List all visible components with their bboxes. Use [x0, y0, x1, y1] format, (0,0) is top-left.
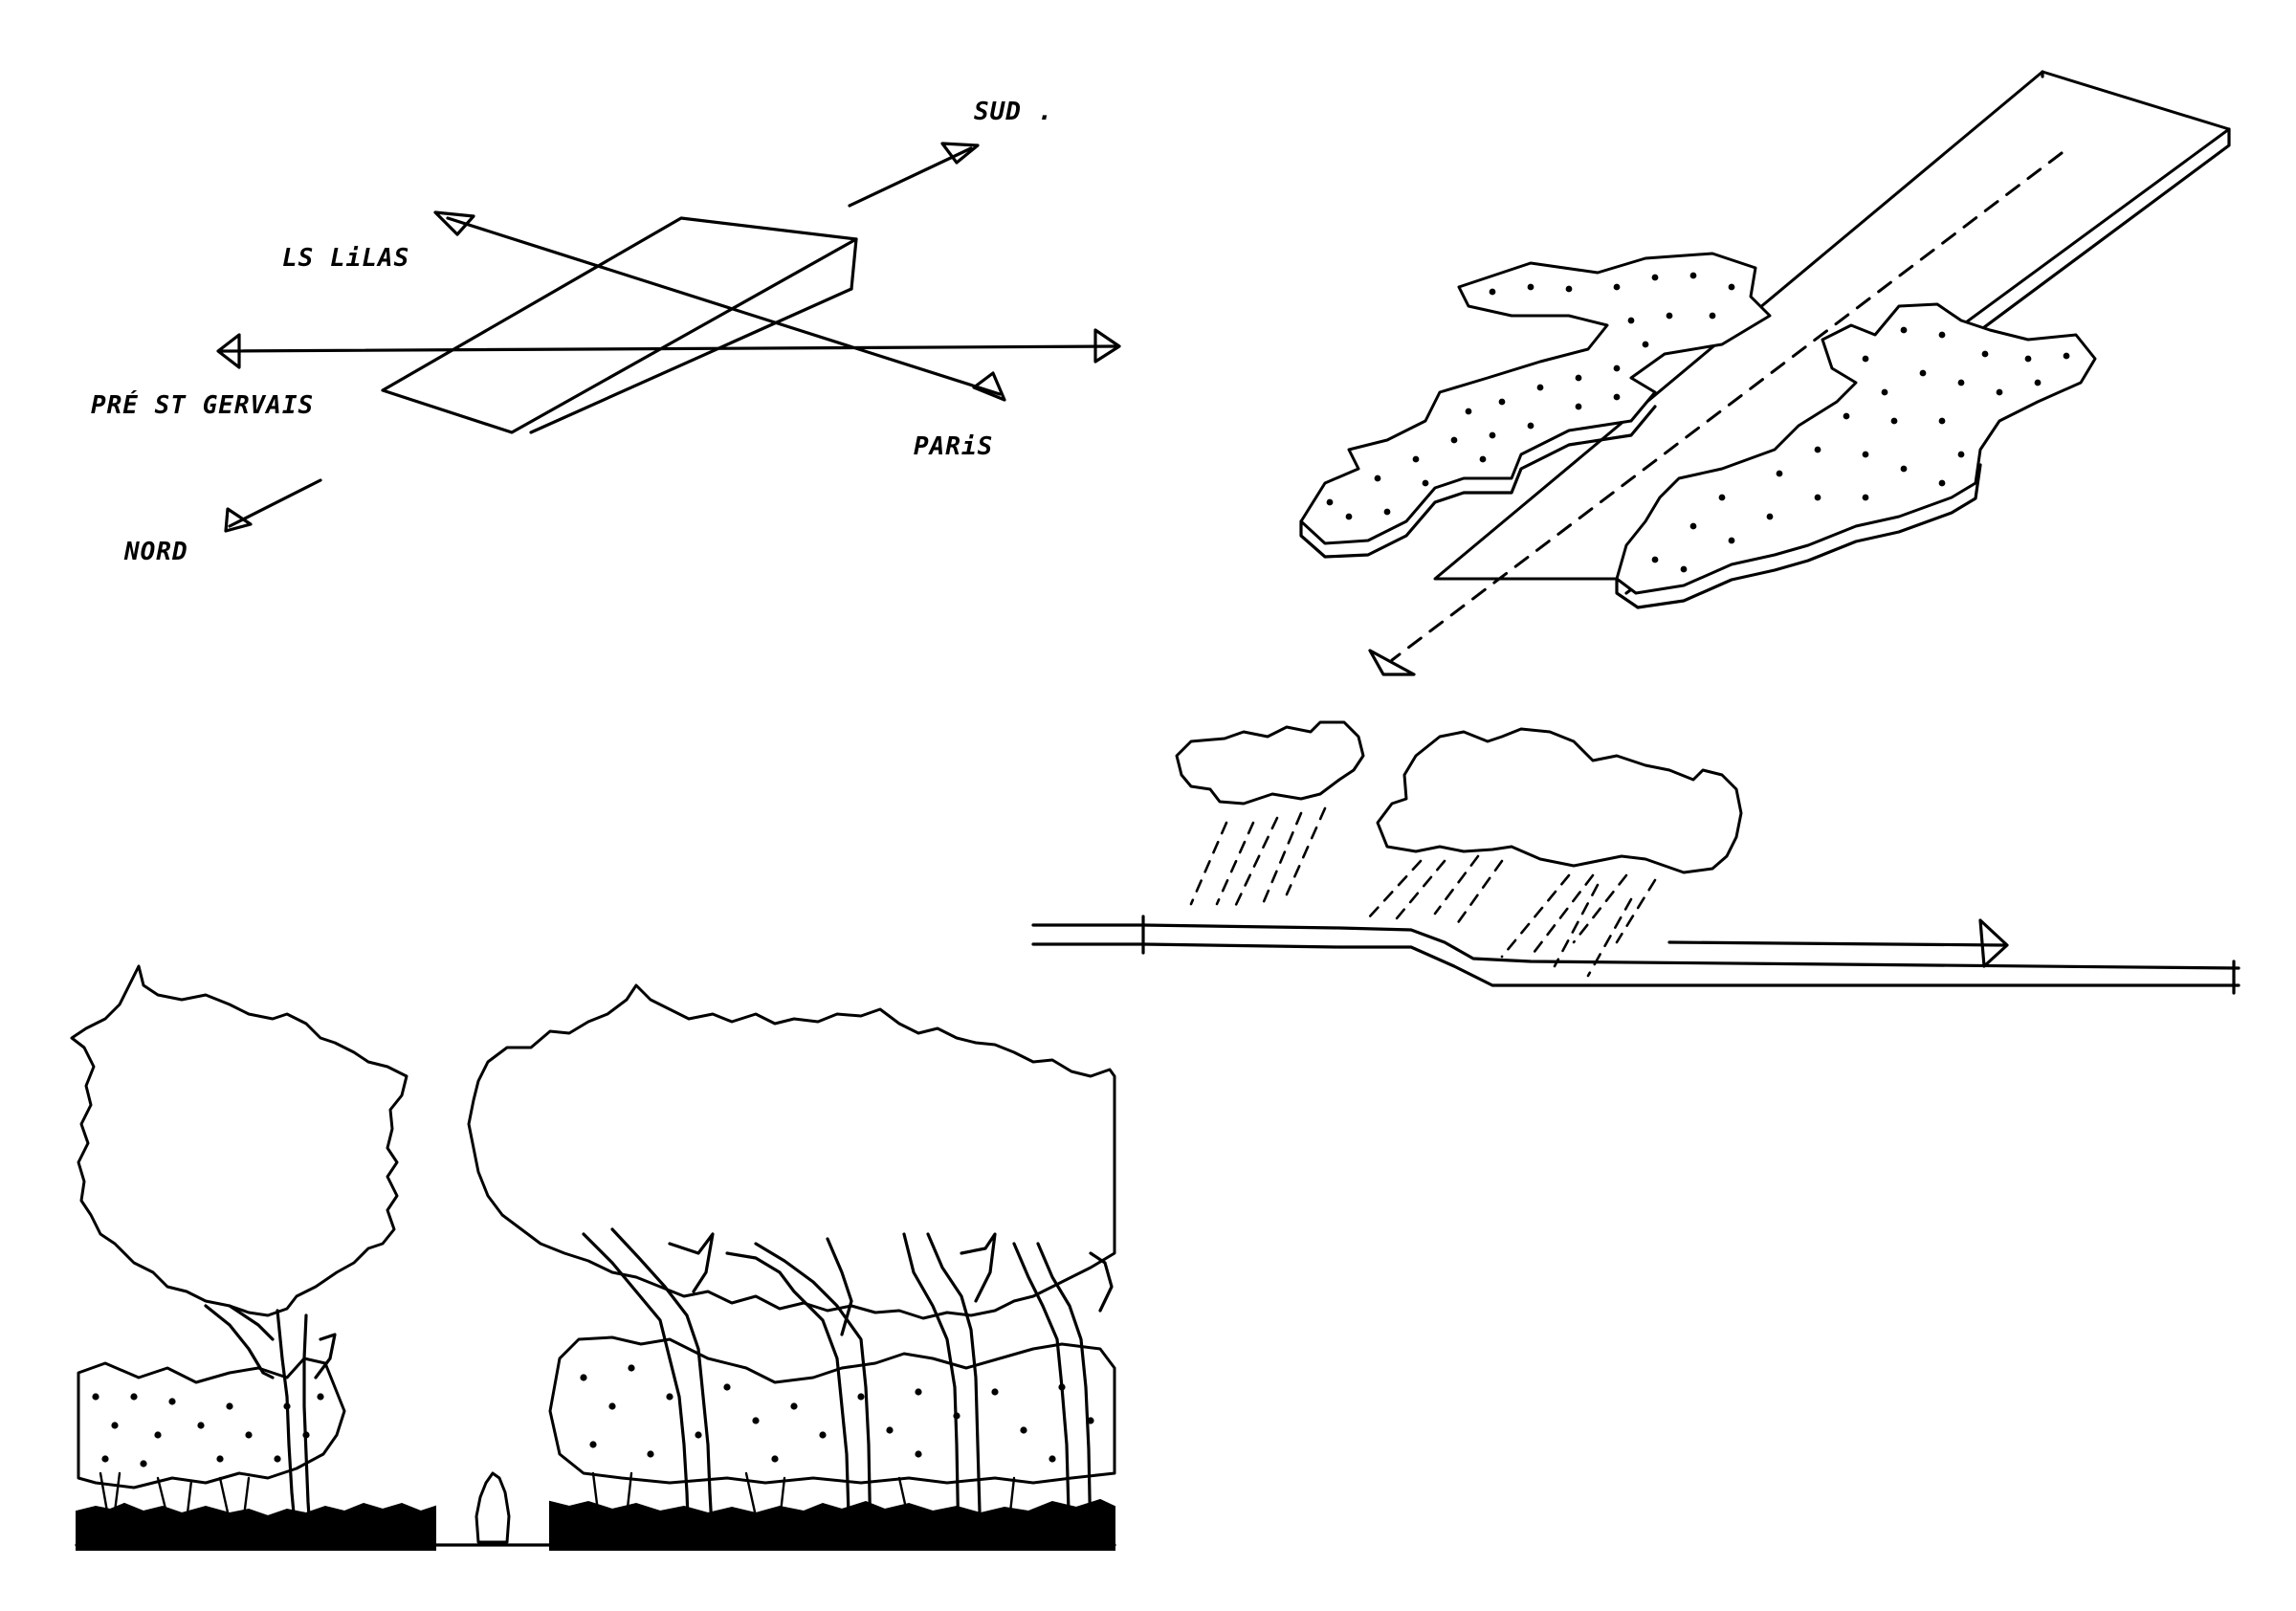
undergrowth-left — [76, 1502, 436, 1551]
arrowhead-sud — [940, 142, 980, 165]
arrowhead-flow — [1368, 649, 1416, 676]
arrowhead-les-lilas — [433, 210, 475, 236]
arrowhead-west — [216, 333, 241, 369]
label-pre-st-gervais: PRÉ ST GERVAIS — [91, 389, 314, 420]
planted-island-left — [1299, 252, 1772, 545]
label-nord: NORD — [123, 538, 188, 566]
tree-canopy-left — [70, 964, 408, 1317]
label-sud: SUD . — [974, 98, 1053, 126]
rain-section — [1031, 720, 2241, 995]
arrowhead-east — [1093, 328, 1121, 364]
orientation-sketch: SUD . LS LiLAS PRÉ ST GERVAIS PARiS NORD — [91, 98, 1121, 566]
arrowhead-nord — [224, 507, 253, 533]
arrowhead-runoff — [1978, 918, 2009, 968]
stipple-dots-islands — [1326, 272, 2070, 573]
axonometric-strip — [1299, 70, 2231, 676]
planted-island-right — [1615, 302, 2097, 595]
human-figure — [475, 1471, 511, 1544]
label-les-lilas: LS LiLAS — [282, 244, 409, 273]
tree-canopy-right — [467, 983, 1116, 1320]
cloud-small — [1175, 720, 1365, 806]
arrowhead-paris — [972, 371, 1006, 402]
label-paris: PARiS — [914, 432, 993, 461]
undergrowth-right — [549, 1498, 1115, 1551]
tree-elevation — [70, 964, 1116, 1551]
cloud-large — [1376, 727, 1743, 874]
hedge-right — [548, 1335, 1116, 1485]
